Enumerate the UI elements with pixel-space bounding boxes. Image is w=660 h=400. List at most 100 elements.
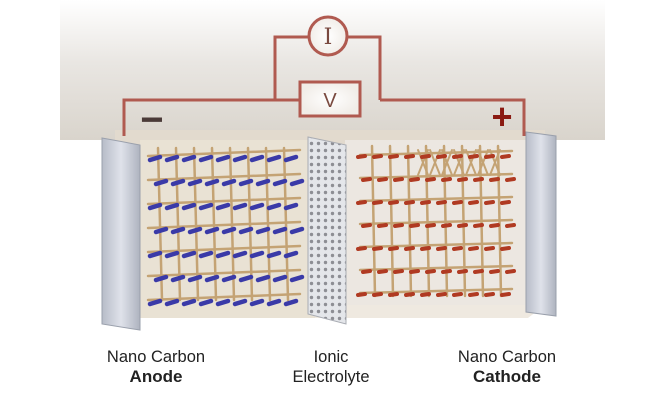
anode-ion bbox=[170, 226, 186, 235]
anode-ion bbox=[232, 250, 248, 259]
anode-ion bbox=[232, 154, 248, 163]
cathode-ion bbox=[457, 223, 468, 228]
cathode-ion bbox=[468, 200, 479, 205]
anode-carbon-strut bbox=[192, 146, 200, 302]
anode-ion bbox=[164, 154, 180, 163]
cathode-ion bbox=[404, 292, 415, 297]
anode-ion bbox=[215, 154, 231, 163]
anode-ion bbox=[204, 226, 220, 235]
cathode-ion bbox=[377, 269, 388, 274]
cathode-carbon-cross bbox=[429, 149, 441, 176]
anode-ion bbox=[232, 298, 248, 307]
anode-ion bbox=[272, 274, 288, 283]
anode-ion bbox=[283, 250, 299, 259]
cathode-caption-line1: Nano Carbon bbox=[457, 348, 557, 366]
anode-ion bbox=[215, 250, 231, 259]
cathode-ion bbox=[404, 154, 415, 159]
anode-caption-line1: Nano Carbon bbox=[106, 348, 206, 366]
anode-ion bbox=[266, 202, 282, 211]
anode-ion bbox=[181, 202, 197, 211]
electrolyte-caption-line1: Ionic bbox=[313, 348, 349, 366]
anode-ion bbox=[249, 250, 265, 259]
cathode-ion bbox=[356, 246, 367, 251]
anode-ion bbox=[181, 250, 197, 259]
cathode-ion bbox=[361, 223, 372, 228]
cathode-ion bbox=[372, 154, 383, 159]
anode-ion bbox=[153, 178, 169, 187]
cathode-ion bbox=[452, 292, 463, 297]
cathode-ion bbox=[409, 223, 420, 228]
cathode-ion bbox=[404, 200, 415, 205]
anode-ion bbox=[198, 298, 214, 307]
anode-ion bbox=[153, 274, 169, 283]
cathode-ion bbox=[356, 200, 367, 205]
cathode-carbon-rod bbox=[358, 287, 514, 295]
anode-ion bbox=[198, 250, 214, 259]
voltmeter-icon bbox=[298, 80, 362, 118]
cathode-ion bbox=[372, 200, 383, 205]
cathode-ion bbox=[484, 154, 495, 159]
cathode-carbon-rod bbox=[358, 195, 514, 203]
anode-ion bbox=[266, 154, 282, 163]
anode-ion bbox=[238, 274, 254, 283]
cathode-ion bbox=[473, 223, 484, 228]
anode-carbon-strut bbox=[264, 146, 272, 302]
anode-ion bbox=[266, 298, 282, 307]
cathode-ion bbox=[356, 154, 367, 159]
anode-ion bbox=[266, 250, 282, 259]
anode-ion bbox=[249, 154, 265, 163]
cathode-ion bbox=[505, 177, 516, 182]
anode-ion bbox=[164, 250, 180, 259]
anode-ion bbox=[255, 178, 271, 187]
cathode-ion bbox=[425, 223, 436, 228]
anode-ion bbox=[164, 298, 180, 307]
cathode-ion bbox=[441, 223, 452, 228]
anode-carbon-strut bbox=[246, 146, 254, 302]
anode-ion bbox=[221, 178, 237, 187]
cathode-ion bbox=[436, 154, 447, 159]
cathode-ion bbox=[372, 292, 383, 297]
cathode-ion bbox=[484, 200, 495, 205]
electrolyte-caption-line2: Electrolyte bbox=[292, 368, 370, 386]
cathode-ion bbox=[452, 200, 463, 205]
anode-ion bbox=[272, 226, 288, 235]
cathode-ion bbox=[356, 292, 367, 297]
anode-carbon-strut bbox=[156, 146, 164, 302]
cathode-ion bbox=[404, 246, 415, 251]
cathode-carbon-cross bbox=[465, 149, 477, 176]
cathode-ion bbox=[500, 246, 511, 251]
cathode-caption-line2: Cathode bbox=[473, 367, 541, 386]
anode-caption: Nano Carbon Anode bbox=[66, 347, 246, 387]
cathode-ion bbox=[489, 223, 500, 228]
ammeter-label: I bbox=[324, 25, 333, 50]
anode-ion bbox=[181, 154, 197, 163]
cathode-ion bbox=[393, 269, 404, 274]
cathode-ion bbox=[484, 246, 495, 251]
cathode-ion bbox=[388, 246, 399, 251]
anode-ion bbox=[215, 202, 231, 211]
anode-ion bbox=[170, 274, 186, 283]
cathode-ion bbox=[361, 177, 372, 182]
cathode-ion bbox=[484, 292, 495, 297]
cathode-ion bbox=[468, 246, 479, 251]
cathode-carbon-framework bbox=[358, 144, 514, 298]
anode-carbon-strut bbox=[174, 146, 182, 302]
cathode-ion bbox=[377, 177, 388, 182]
anode-carbon-strut bbox=[210, 146, 218, 302]
anode-ion bbox=[221, 226, 237, 235]
cathode-ion bbox=[388, 154, 399, 159]
anode-ion bbox=[204, 274, 220, 283]
cathode-plate bbox=[525, 131, 557, 317]
cathode-ion bbox=[473, 177, 484, 182]
anode-carbon-strut bbox=[282, 146, 290, 302]
cathode-ion bbox=[457, 269, 468, 274]
cathode-ion bbox=[388, 292, 399, 297]
anode-plate bbox=[101, 137, 141, 331]
cathode-ion bbox=[500, 200, 511, 205]
anode-ion bbox=[289, 226, 305, 235]
cathode-ion bbox=[420, 154, 431, 159]
cathode-ion bbox=[452, 154, 463, 159]
cathode-ion bbox=[420, 292, 431, 297]
anode-ion bbox=[187, 274, 203, 283]
